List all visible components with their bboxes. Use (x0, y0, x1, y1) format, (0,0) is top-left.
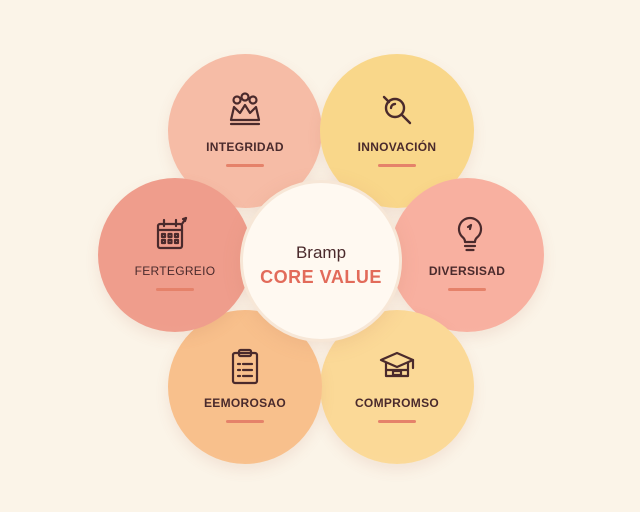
magnifier-icon (382, 95, 412, 125)
graduation-cap-icon (379, 351, 415, 378)
clipboard-icon (231, 348, 259, 385)
value-underline (378, 420, 416, 423)
value-label: DIVERSISAD (428, 264, 506, 278)
value-petal-fertegreio: FERTEGREIO (98, 178, 252, 332)
value-petal-diversisad: DIVERSISAD (390, 178, 544, 332)
value-underline (448, 288, 486, 291)
value-label: INTEGRIDAD (206, 140, 284, 154)
value-label: FERTEGREIO (134, 264, 216, 278)
center-circle: Bramp CORE VALUE (240, 180, 402, 342)
value-underline (156, 288, 194, 291)
lightbulb-icon (458, 216, 483, 252)
value-label: COMPROMSO (354, 396, 440, 410)
value-label: EEMOROSAO (203, 396, 287, 410)
value-underline (226, 420, 264, 423)
calendar-icon (156, 216, 188, 250)
crown-people-icon (229, 92, 261, 126)
center-title: CORE VALUE (260, 267, 382, 287)
value-underline (226, 164, 264, 167)
brand-name: Bramp (295, 243, 347, 262)
value-underline (378, 164, 416, 167)
value-label: INNOVACIÓN (357, 140, 437, 154)
